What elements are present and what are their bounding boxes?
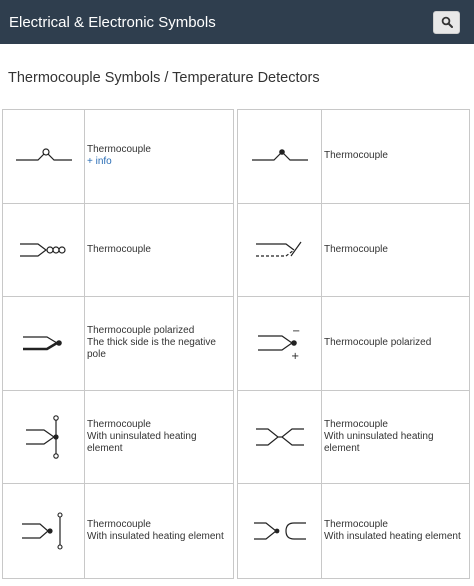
description-line: Thermocouple (87, 243, 151, 255)
description-cell: Thermocouple (85, 204, 233, 298)
description-cell: Thermocouple (322, 204, 469, 298)
description-line: Thermocouple (87, 144, 151, 156)
site-title[interactable]: Electrical & Electronic Symbols (9, 13, 216, 31)
symbol-table-right: Thermocouple Thermocouple − + Thermocoup (237, 109, 470, 579)
description-line: With insulated heating element (87, 531, 224, 543)
description-line: Thermocouple (87, 519, 151, 531)
symbol-cell (3, 203, 85, 298)
description-line: With insulated heating element (324, 531, 461, 543)
description-line: Thermocouple polarized (87, 325, 195, 337)
symbol-cell: − + (238, 297, 322, 391)
thermocouple-junction-dot-symbol (251, 149, 308, 161)
thermocouple-polarized-symbol (22, 336, 62, 351)
description-line: element (87, 443, 123, 455)
description-cell: Thermocouple polarized The thick side is… (85, 297, 233, 391)
description-line: Thermocouple (87, 419, 151, 431)
description-cell: Thermocouple (322, 110, 469, 204)
description-line: Thermocouple polarized (324, 337, 432, 349)
thermocouple-polarized-signs-symbol: − + (257, 326, 300, 360)
thermocouple-insulated-heater-symbol (21, 512, 63, 550)
description-cell: Thermocouple With insulated heating elem… (322, 484, 469, 578)
symbol-tables: Thermocouple + info Thermocouple Thermoc… (2, 109, 470, 579)
symbol-cell (3, 297, 85, 391)
symbol-cell (238, 484, 322, 578)
thermocouple-insulated-heater-symbol-2 (253, 522, 306, 540)
top-bar: Electrical & Electronic Symbols (0, 0, 474, 44)
thermocouple-dashed-symbol (255, 241, 301, 257)
description-line: Thermocouple (324, 419, 388, 431)
minus-sign: − (292, 326, 300, 337)
symbol-cell (3, 484, 85, 578)
symbol-cell (238, 203, 322, 298)
description-line: pole (87, 349, 106, 361)
description-line: element (324, 443, 360, 455)
description-cell: Thermocouple With insulated heating elem… (85, 484, 233, 578)
info-link[interactable]: + info (87, 156, 112, 168)
thermocouple-uninsulated-heater-symbol (25, 415, 59, 459)
description-line: The thick side is the negative (87, 337, 216, 349)
symbol-cell (3, 390, 85, 485)
symbol-table-left: Thermocouple + info Thermocouple Thermoc… (2, 109, 234, 579)
thermocouple-open-junction-symbol (15, 148, 72, 161)
description-cell: Thermocouple With uninsulated heating el… (85, 391, 233, 485)
thermocouple-uninsulated-heater-symbol-2 (255, 428, 304, 446)
symbol-cell (238, 110, 322, 204)
description-line: Thermocouple (324, 519, 388, 531)
symbol-cell (3, 110, 85, 204)
description-cell: Thermocouple + info (85, 110, 233, 204)
search-icon (441, 16, 453, 28)
description-line: Thermocouple (324, 150, 388, 162)
description-line: With uninsulated heating (324, 431, 434, 443)
search-button[interactable] (433, 10, 460, 34)
description-cell: Thermocouple polarized (322, 297, 469, 391)
plus-sign: + (291, 351, 299, 360)
description-line: With uninsulated heating (87, 431, 197, 443)
symbol-cell (238, 390, 322, 485)
page-title: Thermocouple Symbols / Temperature Detec… (8, 70, 320, 86)
thermocouple-coil-symbol (19, 243, 66, 257)
description-line: Thermocouple (324, 243, 388, 255)
description-cell: Thermocouple With uninsulated heating el… (322, 391, 469, 485)
